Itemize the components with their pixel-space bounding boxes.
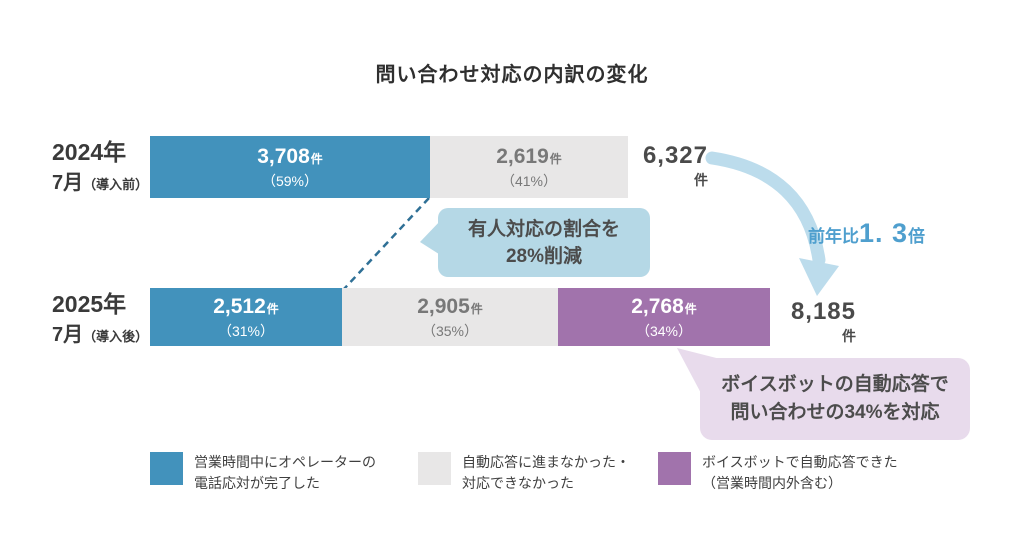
legend-item-voicebot: ボイスボットで自動応答できた （営業時間内外含む）	[658, 452, 898, 494]
growth-arrow-head	[799, 258, 839, 296]
bar-segment-unhandled-2025: 2,905件 （35%）	[342, 288, 558, 346]
row-month-2024: 7月（導入前）	[52, 172, 149, 194]
row-phase-2024: （導入前）	[83, 177, 149, 192]
legend-unhandled-line1: 自動応答に進まなかった・	[462, 454, 630, 470]
callout-reduction-line2: 28%削減	[505, 245, 583, 267]
legend-item-operator: 営業時間中にオペレーターの 電話応対が完了した	[150, 452, 376, 494]
ratio-prefix: 前年比	[808, 227, 859, 246]
callout-voicebot-line1: ボイスボットの自動応答で	[721, 374, 949, 395]
total-unit-2024: 件	[694, 172, 708, 188]
total-value-2025: 8,185	[790, 298, 856, 325]
segment-percent: （35%）	[421, 322, 479, 339]
total-value-2024: 6,327	[642, 142, 708, 169]
callout-voicebot: ボイスボットの自動応答で 問い合わせの34%を対応	[700, 358, 970, 440]
total-2024: 6,327 件	[638, 142, 708, 188]
total-unit-2025: 件	[842, 328, 856, 344]
legend-operator-line1: 営業時間中にオペレーターの	[194, 454, 376, 470]
legend-swatch-operator	[150, 452, 183, 485]
segment-unit: 件	[266, 301, 279, 316]
dashed-connector-line	[343, 197, 430, 290]
segment-value: 2,768	[631, 294, 684, 318]
legend-swatch-voicebot	[658, 452, 691, 485]
segment-percent: （34%）	[635, 322, 693, 339]
segment-unit: 件	[310, 151, 323, 166]
legend-voicebot-line2: （営業時間内外含む）	[702, 475, 842, 491]
segment-unit: 件	[470, 301, 483, 316]
callout-voicebot-line2: 問い合わせの34%を対応	[730, 402, 940, 423]
row-phase-2025: （導入後）	[83, 329, 149, 344]
segment-value: 2,512	[213, 294, 266, 318]
ratio-label: 前年比1. 3倍	[808, 218, 978, 249]
legend-item-unhandled: 自動応答に進まなかった・ 対応できなかった	[418, 452, 630, 494]
segment-percent: （41%）	[500, 172, 558, 189]
bar-segment-operator-2024: 3,708件 （59%）	[150, 136, 430, 198]
callout-reduction-line1: 有人対応の割合を	[467, 218, 620, 240]
bar-2025: 2,512件 （31%） 2,905件 （35%） 2,768件 （34%）	[150, 288, 770, 346]
row-year-2024: 2024年	[52, 139, 127, 165]
segment-unit: 件	[549, 151, 562, 166]
row-year-2025: 2025年	[52, 291, 127, 317]
segment-value: 2,619	[496, 144, 549, 168]
legend-swatch-unhandled	[418, 452, 451, 485]
bar-segment-operator-2025: 2,512件 （31%）	[150, 288, 342, 346]
callout-reduction: 有人対応の割合を 28%削減	[438, 208, 650, 277]
legend-unhandled-line2: 対応できなかった	[462, 475, 574, 491]
ratio-value: 1. 3	[859, 218, 909, 248]
legend-operator-line2: 電話応対が完了した	[194, 475, 320, 491]
bar-segment-voicebot-2025: 2,768件 （34%）	[558, 288, 770, 346]
bar-2024: 3,708件 （59%） 2,619件 （41%）	[150, 136, 628, 198]
bar-segment-unhandled-2024: 2,619件 （41%）	[430, 136, 628, 198]
segment-percent: （31%）	[217, 322, 275, 339]
row-month-2025: 7月（導入後）	[52, 324, 149, 346]
chart-title: 問い合わせ対応の内訳の変化	[375, 64, 649, 86]
total-2025: 8,185 件	[788, 298, 856, 344]
growth-arrow	[705, 151, 826, 267]
row-label-2024: 2024年 7月（導入前）	[52, 138, 152, 195]
row-label-2025: 2025年 7月（導入後）	[52, 290, 152, 347]
segment-value: 3,708	[257, 144, 310, 168]
ratio-suffix: 倍	[908, 227, 926, 246]
segment-percent: （59%）	[261, 172, 319, 189]
segment-value: 2,905	[417, 294, 470, 318]
legend-voicebot-line1: ボイスボットで自動応答できた	[702, 454, 898, 470]
segment-unit: 件	[684, 301, 697, 316]
